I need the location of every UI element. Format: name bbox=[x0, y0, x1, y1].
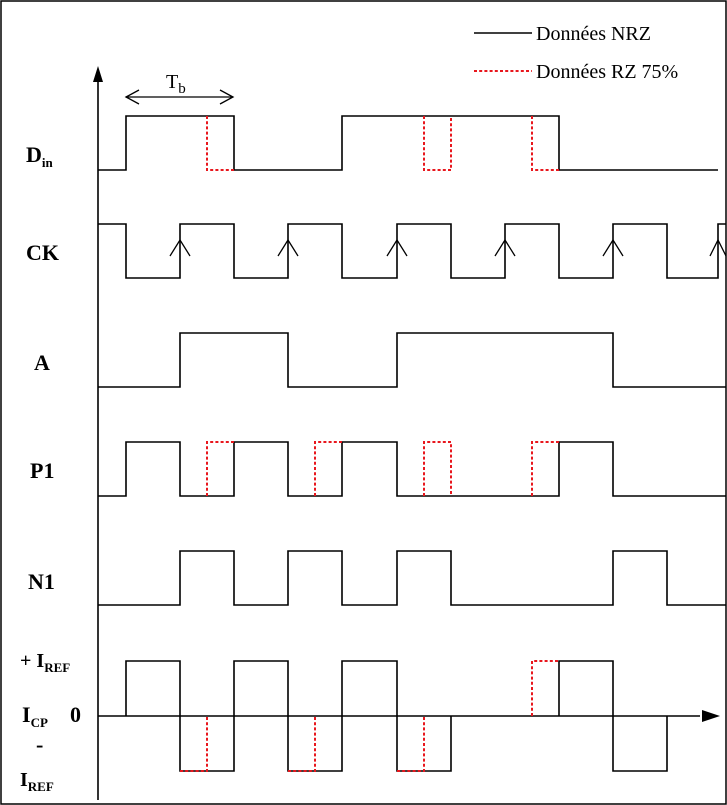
p1-rz-segment-2 bbox=[314, 441, 342, 496]
label-icp: ICP bbox=[22, 702, 48, 730]
icp-rz-segment-2 bbox=[288, 716, 316, 772]
label-icp-sub: CP bbox=[31, 715, 48, 730]
vertical-axis bbox=[93, 66, 103, 800]
label-din-main: D bbox=[26, 142, 42, 167]
legend-nrz-label: Données NRZ bbox=[536, 23, 651, 45]
din-nrz-trace bbox=[98, 115, 718, 171]
din-rz-segment-1 bbox=[206, 116, 234, 171]
label-ck: CK bbox=[26, 240, 59, 265]
period-indicator: Tb bbox=[124, 71, 235, 105]
icp-axis-arrowhead bbox=[702, 710, 720, 722]
waveform-a bbox=[98, 332, 726, 388]
period-arrow-left-head bbox=[124, 89, 140, 105]
label-minus-iref: IREF bbox=[20, 769, 54, 794]
p1-nrz-trace bbox=[98, 441, 726, 497]
label-icp-main: I bbox=[22, 702, 31, 727]
label-plus-iref-main: I bbox=[36, 650, 44, 672]
label-din-sub: in bbox=[42, 155, 54, 170]
label-p1: P1 bbox=[30, 458, 54, 483]
legend: Données NRZ Données RZ 75% bbox=[474, 23, 678, 83]
label-minus-iref-main: I bbox=[20, 769, 28, 791]
label-n1: N1 bbox=[28, 569, 55, 594]
ck-rising-edge-marker bbox=[709, 238, 727, 257]
p1-rz-segment-3 bbox=[423, 441, 452, 496]
waveform-ck bbox=[98, 223, 727, 279]
vertical-axis-arrowhead bbox=[93, 66, 103, 82]
ck-rising-edge-marker bbox=[602, 238, 624, 257]
din-rz-segment-2 bbox=[423, 116, 452, 171]
label-plus-iref: + IREF bbox=[20, 650, 70, 675]
label-plus-iref-sub: REF bbox=[44, 660, 70, 675]
legend-rz-label: Données RZ 75% bbox=[536, 61, 678, 83]
p1-rz-segment-1 bbox=[206, 441, 234, 496]
period-arrow-right-head bbox=[219, 89, 235, 105]
waveform-p1 bbox=[98, 441, 726, 497]
waveform-icp bbox=[98, 660, 720, 772]
period-label-sub: b bbox=[178, 81, 186, 97]
period-label-main: T bbox=[166, 71, 178, 93]
ck-rising-edge-marker bbox=[386, 238, 408, 257]
icp-nrz-trace bbox=[125, 660, 452, 772]
ck-rising-edge-marker bbox=[169, 238, 191, 257]
icp-rz-segment-1 bbox=[180, 716, 208, 772]
label-plus-iref-sign: + bbox=[20, 650, 36, 672]
din-rz-segment-3 bbox=[531, 116, 559, 171]
label-a: A bbox=[34, 350, 50, 375]
label-din: Din bbox=[26, 142, 54, 170]
n1-trace bbox=[98, 550, 726, 606]
waveform-din bbox=[98, 115, 718, 171]
period-label: Tb bbox=[166, 71, 186, 97]
icp-rz-segment-4 bbox=[531, 660, 559, 716]
a-trace bbox=[98, 332, 726, 388]
signal-labels: Din CK A P1 N1 ICP + IREF 0 - IREF bbox=[20, 142, 81, 794]
icp-rz-segment-3 bbox=[397, 716, 425, 772]
ck-rising-edge-marker bbox=[494, 238, 516, 257]
label-minus-sign: - bbox=[36, 732, 43, 757]
waveform-n1 bbox=[98, 550, 726, 606]
icp-nrz-pulse bbox=[558, 660, 668, 772]
ck-trace bbox=[98, 223, 726, 279]
label-minus-iref-sub: REF bbox=[28, 779, 54, 794]
ck-rising-edge-markers bbox=[169, 238, 727, 257]
label-zero: 0 bbox=[70, 702, 81, 727]
p1-rz-segment-4 bbox=[531, 441, 559, 496]
ck-rising-edge-marker bbox=[277, 238, 299, 257]
